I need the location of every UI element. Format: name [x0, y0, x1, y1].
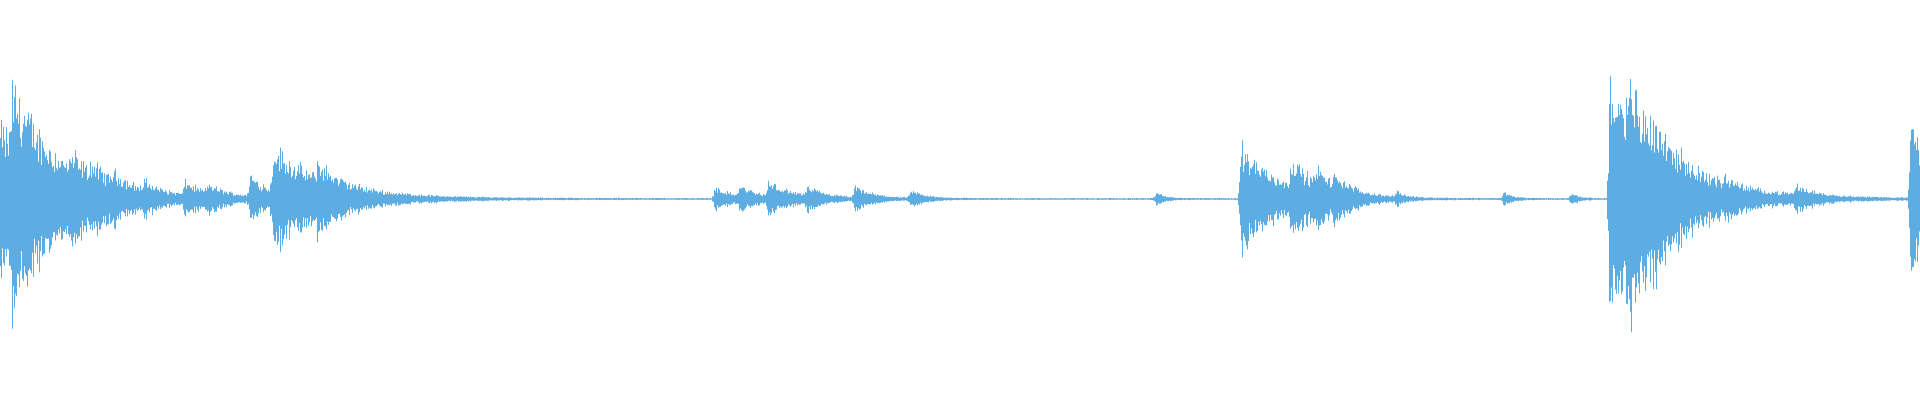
waveform-bars [0, 75, 1920, 333]
